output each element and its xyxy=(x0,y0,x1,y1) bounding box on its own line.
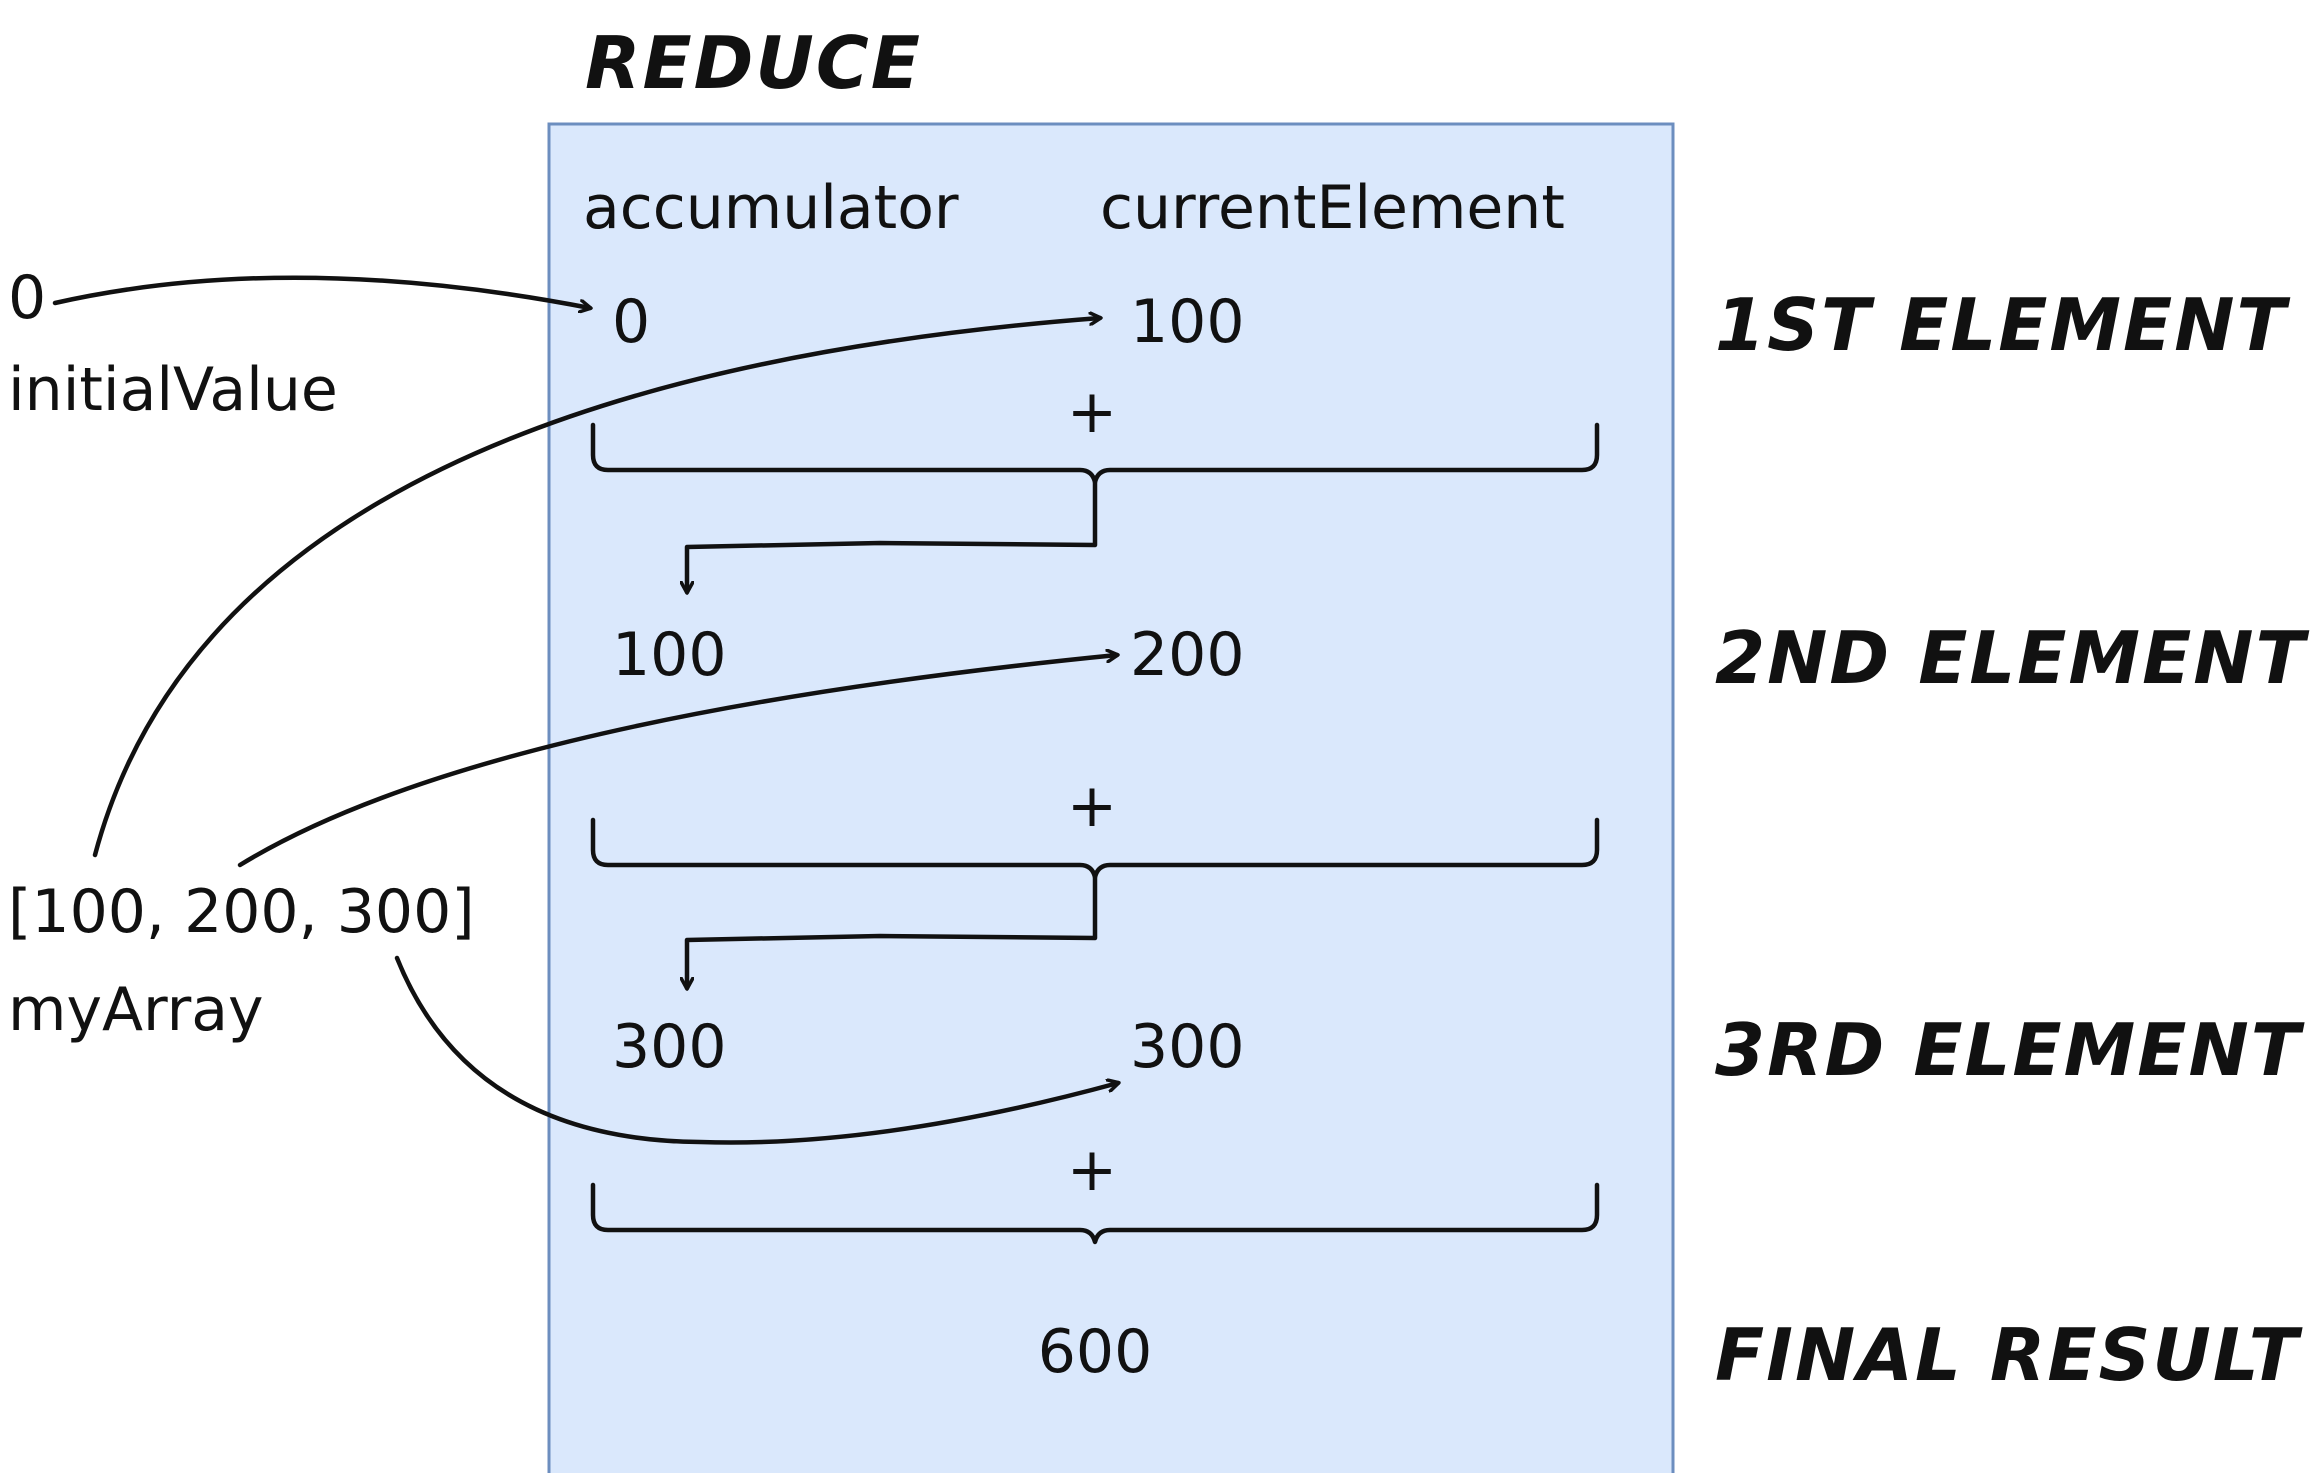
step-2-operator: + xyxy=(1067,771,1117,841)
sum-bracket-3 xyxy=(590,1182,1600,1245)
diagram-title: REDUCE xyxy=(585,21,922,105)
step-3-label: 3RD ELEMENT xyxy=(1715,1008,2305,1092)
column-header-current-element: currentElement xyxy=(1100,173,1565,243)
initial-value-label: initialValue xyxy=(8,355,338,425)
array-element-1-arrow xyxy=(92,318,1100,858)
initial-value: 0 xyxy=(8,263,46,333)
step-2-label: 2ND ELEMENT xyxy=(1715,616,2310,700)
step-2-current: 200 xyxy=(1130,620,1245,690)
array-element-2-arrow xyxy=(237,655,1117,868)
final-label: FINAL RESULT xyxy=(1715,1313,2303,1397)
step-2-accumulator: 100 xyxy=(612,620,727,690)
step-1-accumulator: 0 xyxy=(612,287,650,357)
step-1-label: 1ST ELEMENT xyxy=(1715,283,2290,367)
initial-value-arrow xyxy=(52,275,590,308)
step-3-accumulator: 300 xyxy=(612,1012,727,1082)
array-label: myArray xyxy=(8,975,264,1045)
step-3-current: 300 xyxy=(1130,1012,1245,1082)
step-1-operator: + xyxy=(1067,377,1117,447)
step-3-operator: + xyxy=(1067,1135,1117,1205)
column-header-accumulator: accumulator xyxy=(583,173,959,243)
array-element-3-arrow xyxy=(394,955,1118,1145)
result-arrow-2 xyxy=(687,874,1098,988)
array-value: [100, 200, 300] xyxy=(8,877,475,947)
reduce-box xyxy=(547,122,1675,1473)
step-1-current: 100 xyxy=(1130,287,1245,357)
result-arrow-1 xyxy=(687,479,1098,592)
final-value: 600 xyxy=(1038,1317,1153,1387)
